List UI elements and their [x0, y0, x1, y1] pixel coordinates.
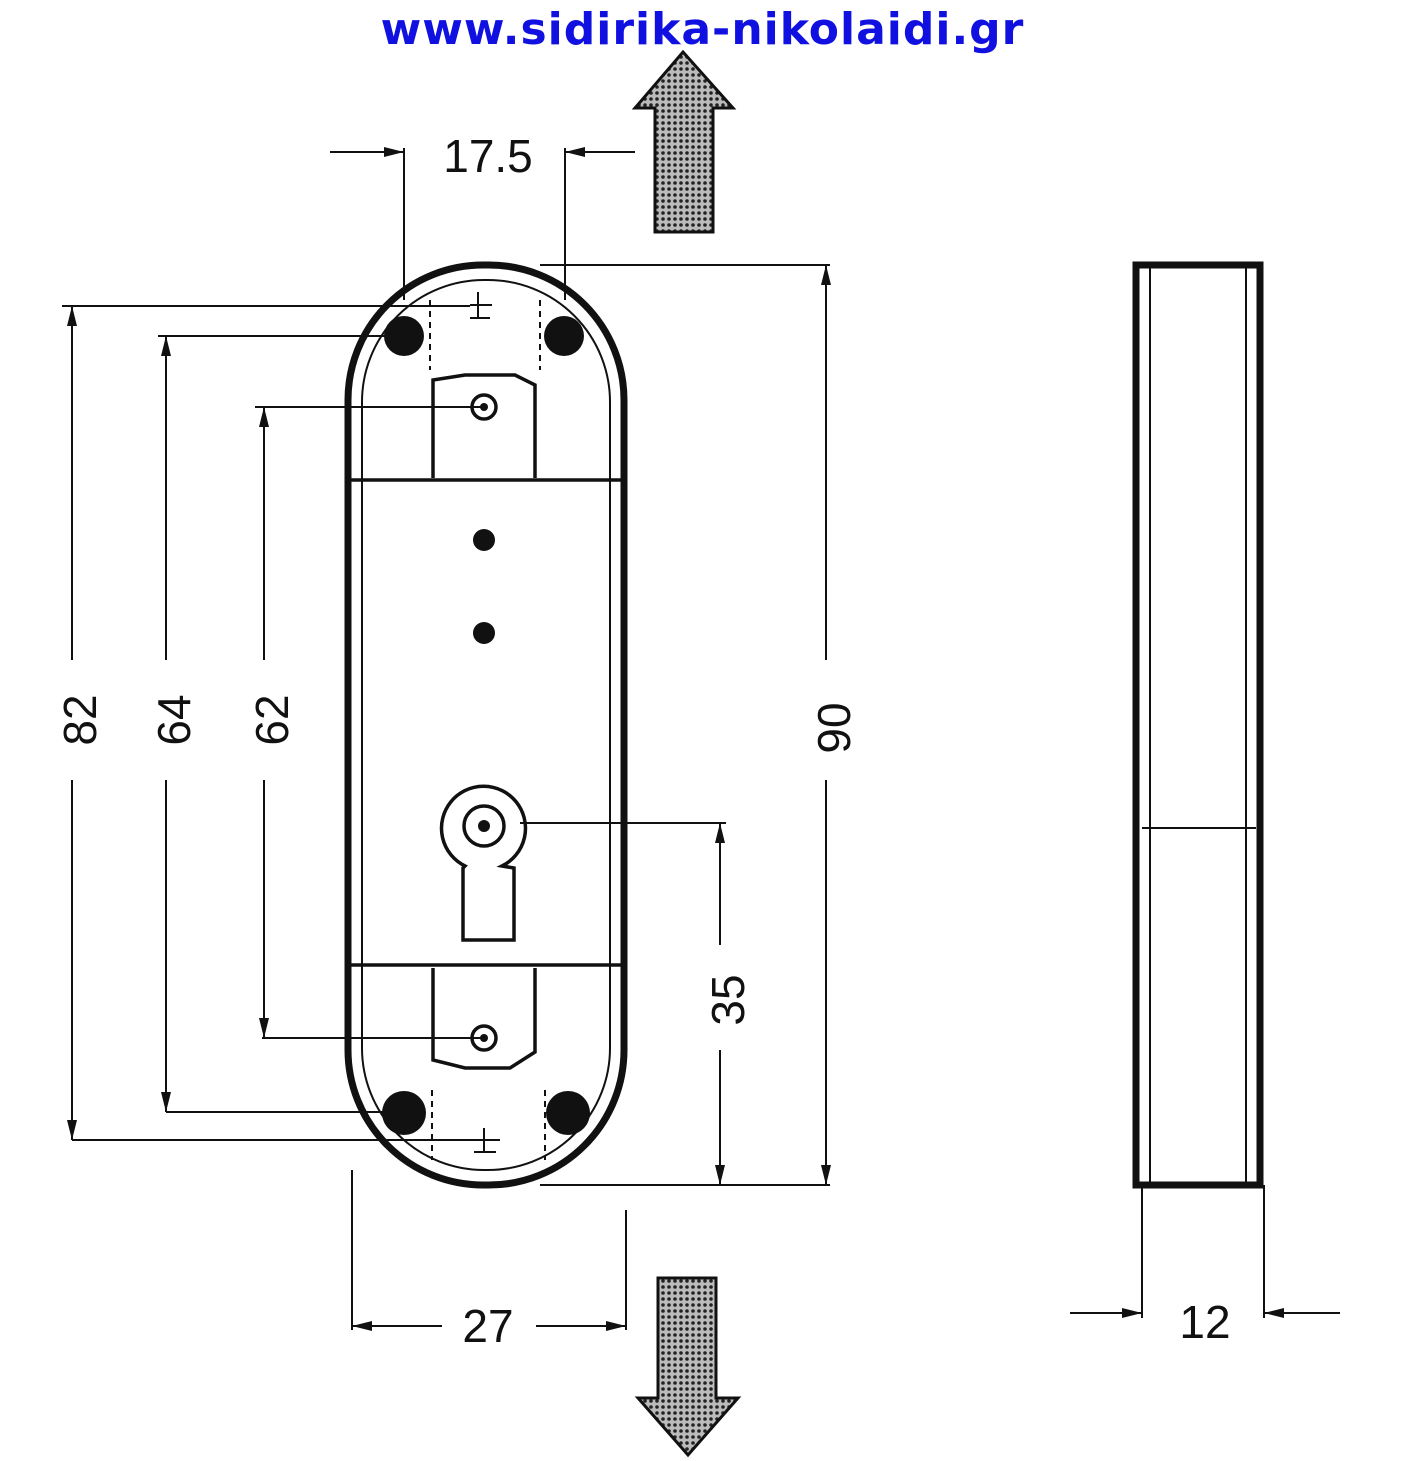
- up-arrow-icon: [631, 49, 737, 234]
- screw-top-right: [544, 316, 584, 356]
- dimension-82: 82: [54, 305, 490, 1141]
- dimension-label-17-5: 17.5: [443, 130, 533, 182]
- keyhole: [439, 784, 528, 942]
- lock-side-view: [1132, 261, 1264, 1189]
- dimension-label-82: 82: [54, 694, 106, 745]
- screw-bottom-right: [546, 1091, 590, 1135]
- lock-plate-front: [344, 261, 628, 1189]
- down-arrow-icon: [634, 1276, 742, 1458]
- dimension-64: 64: [148, 335, 404, 1113]
- dimension-label-27: 27: [462, 1300, 513, 1352]
- website-url: www.sidirika-nikolaidi.gr: [380, 4, 1025, 55]
- dimension-90: 90: [540, 264, 860, 1186]
- dimension-label-62: 62: [246, 694, 298, 745]
- dimension-label-12: 12: [1179, 1296, 1230, 1348]
- dimension-12: 12: [1070, 1185, 1340, 1348]
- dimension-label-35: 35: [702, 974, 754, 1025]
- dimension-17-5: 17.5: [330, 130, 635, 300]
- dimension-62: 62: [246, 406, 484, 1039]
- dimension-label-64: 64: [148, 694, 200, 745]
- dimension-label-90: 90: [808, 702, 860, 753]
- dimension-27: 27: [351, 1170, 627, 1352]
- dimension-35: 35: [520, 822, 754, 1185]
